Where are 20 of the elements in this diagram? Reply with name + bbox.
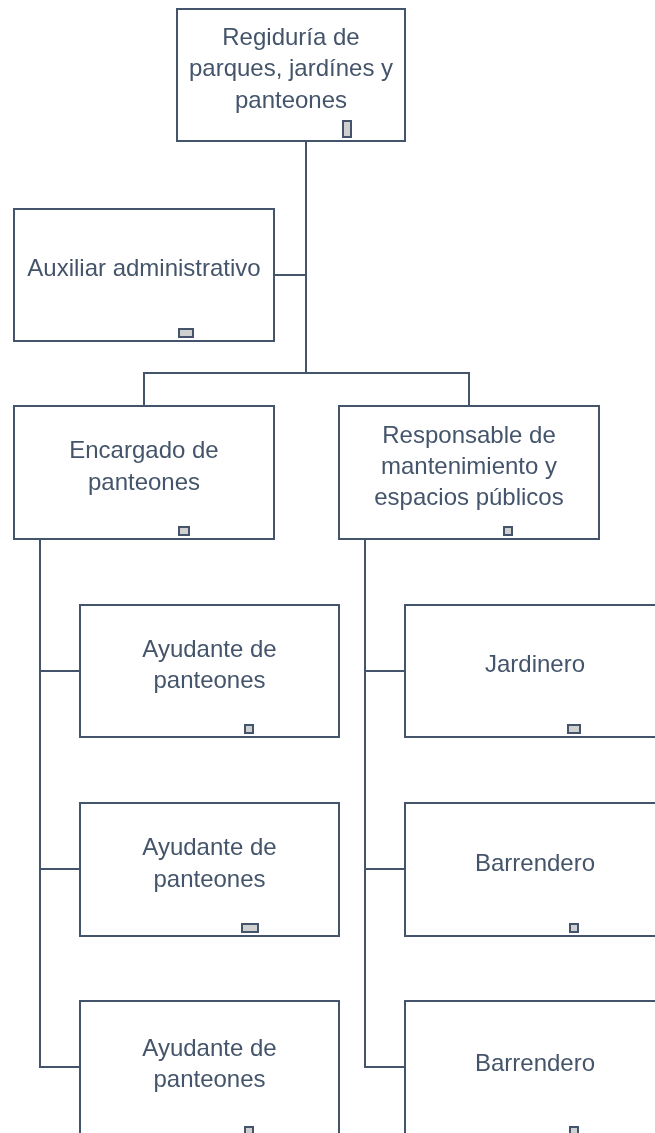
position-title: Ayudante de panteones xyxy=(141,633,278,695)
position-box xyxy=(338,405,600,540)
position-title: Encargado de panteones xyxy=(68,435,220,497)
position-title: Auxiliar administrativo xyxy=(27,253,261,284)
position-box xyxy=(176,8,406,142)
position-title: Jardinero xyxy=(484,649,586,680)
position-title: Ayudante de panteones xyxy=(141,832,278,894)
position-box xyxy=(79,802,340,937)
position-box xyxy=(79,1000,340,1133)
position-box xyxy=(13,208,275,342)
position-title: Barrendero xyxy=(474,847,596,878)
position-box xyxy=(404,802,655,937)
position-box xyxy=(13,405,275,540)
position-title: Regiduría de parques, jardínes y panteones xyxy=(187,22,395,115)
position-title: Responsable de mantenimiento y espacios públicos xyxy=(373,419,565,513)
position-box xyxy=(404,604,655,738)
position-title: Ayudante de panteones xyxy=(141,1032,278,1094)
position-title: Barrendero xyxy=(474,1048,596,1079)
position-box xyxy=(404,1000,655,1133)
position-box xyxy=(79,604,340,738)
